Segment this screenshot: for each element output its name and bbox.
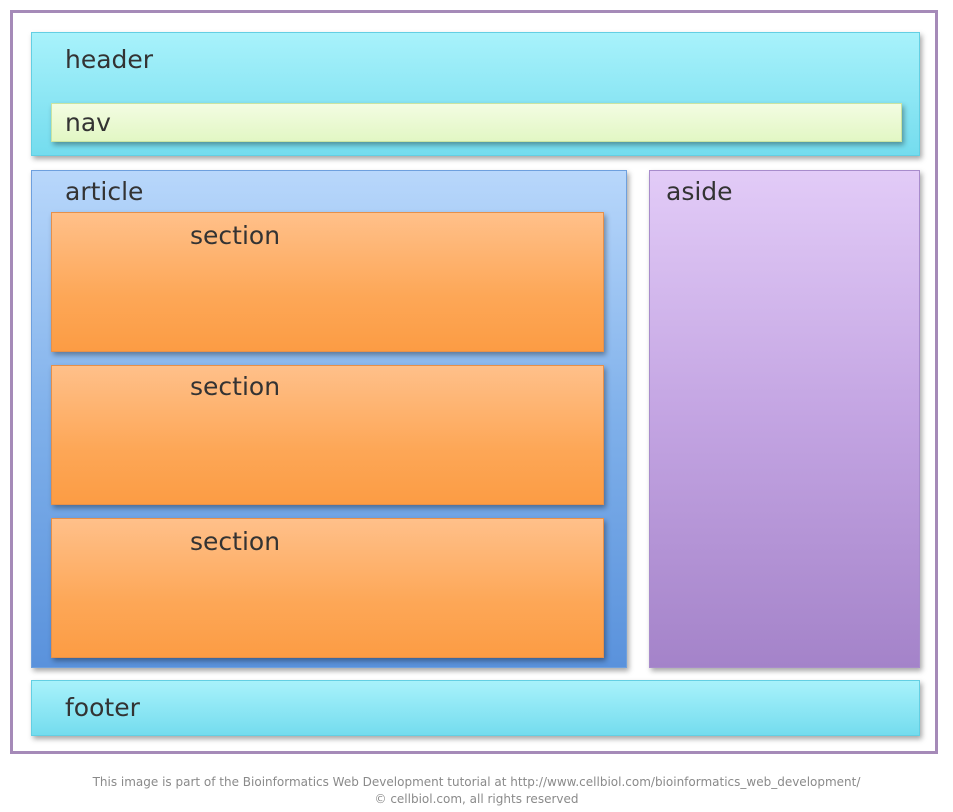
section-label-1: section xyxy=(190,221,281,250)
section-label-3: section xyxy=(190,527,281,556)
footer-label: footer xyxy=(65,693,140,722)
section-box-2: section xyxy=(51,365,604,505)
caption-line-1: This image is part of the Bioinformatics… xyxy=(92,775,861,789)
section-label-2: section xyxy=(190,372,281,401)
footer-box: footer xyxy=(31,680,920,736)
header-label: header xyxy=(65,45,154,74)
nav-label: nav xyxy=(65,108,111,137)
aside-box: aside xyxy=(649,170,920,668)
section-box-1: section xyxy=(51,212,604,352)
caption-line-2: © cellbiol.com, all rights reserved xyxy=(374,792,579,806)
section-box-3: section xyxy=(51,518,604,658)
article-label: article xyxy=(65,177,144,206)
aside-label: aside xyxy=(666,177,733,206)
nav-box: nav xyxy=(51,103,902,142)
